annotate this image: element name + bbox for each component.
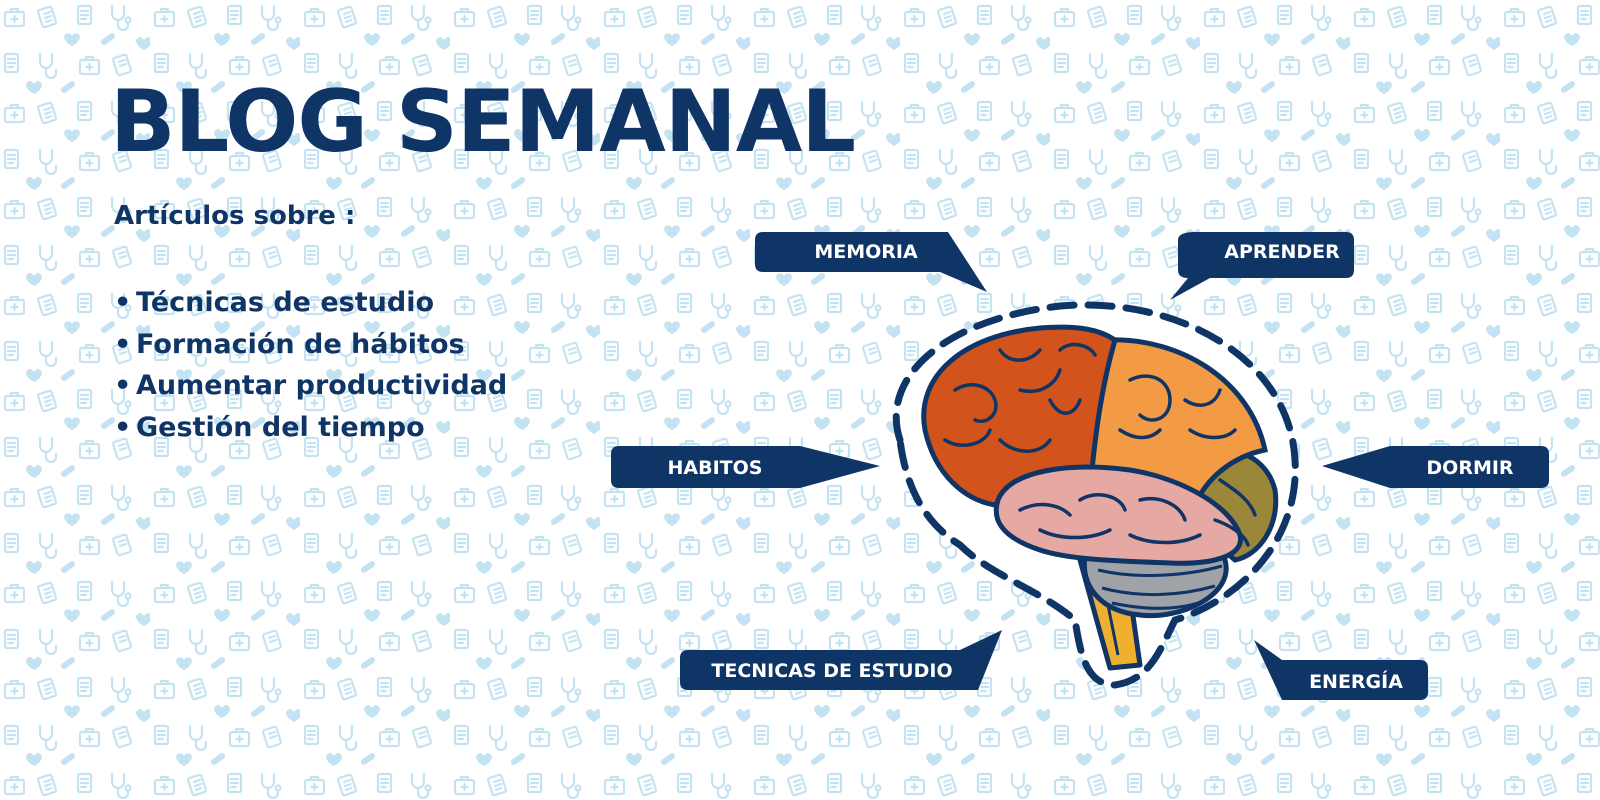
topic-label: Formación de hábitos xyxy=(136,328,465,360)
bullet-icon: • xyxy=(114,328,132,360)
topic-list-item: •Aumentar productividad xyxy=(114,365,507,407)
topic-label: Técnicas de estudio xyxy=(136,287,435,318)
callout-label: MEMORIA xyxy=(814,241,918,263)
callout-memoria: MEMORIA xyxy=(755,232,987,292)
callout-energia: ENERGÍA xyxy=(1254,640,1428,700)
temporal-lobe-shape xyxy=(993,464,1243,566)
frontal-lobe-shape xyxy=(921,324,1118,508)
callout-label: TECNICAS DE ESTUDIO xyxy=(711,660,952,682)
bullet-icon: • xyxy=(114,370,132,401)
callout-label: DORMIR xyxy=(1426,457,1514,479)
topic-label: Gestión del tiempo xyxy=(136,411,425,443)
topic-list-item: •Técnicas de estudio xyxy=(114,282,507,324)
callout-label: APRENDER xyxy=(1224,241,1340,263)
bullet-icon: • xyxy=(114,411,132,443)
topic-list-item: •Formación de hábitos xyxy=(114,324,507,366)
callout-label: ENERGÍA xyxy=(1309,670,1403,693)
subtitle: Artículos sobre : xyxy=(114,201,356,231)
callout-habitos: HABITOS xyxy=(611,446,880,488)
callout-dormir: DORMIR xyxy=(1322,446,1549,488)
callout-aprender: APRENDER xyxy=(1170,232,1354,300)
topic-list: •Técnicas de estudio •Formación de hábit… xyxy=(114,282,507,448)
bullet-icon: • xyxy=(114,287,132,318)
page-title: BLOG SEMANAL xyxy=(110,72,856,172)
callout-tecnicas-de-estudio: TECNICAS DE ESTUDIO xyxy=(680,630,1002,690)
callout-label: HABITOS xyxy=(668,457,763,479)
topic-list-item: •Gestión del tiempo xyxy=(114,407,507,449)
topic-label: Aumentar productividad xyxy=(136,370,508,401)
